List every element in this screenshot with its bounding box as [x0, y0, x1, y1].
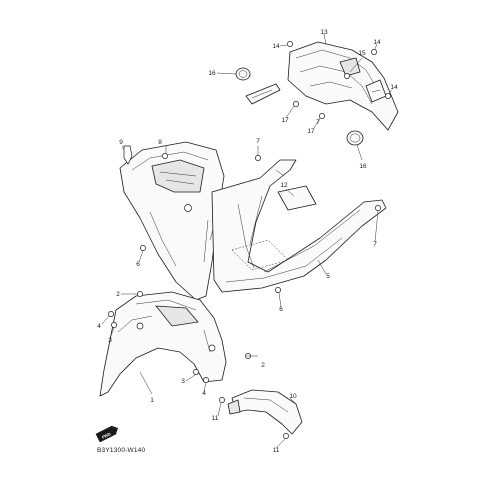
callout-3: 3: [181, 378, 185, 385]
callout-14: 14: [272, 43, 280, 50]
rear-cover-part: [287, 41, 399, 131]
callout-4: 4: [202, 390, 206, 397]
side-panel-part: [211, 159, 387, 293]
callout-1: 1: [150, 397, 154, 404]
direction-badge-label: FWD: [101, 431, 111, 439]
direction-arrow-icon: FWD: [95, 425, 118, 443]
diagram-code: B3Y1300-W140: [97, 447, 145, 454]
callout-3: 3: [108, 337, 112, 344]
screw-fastener: [111, 322, 117, 328]
part-callouts: 1 2 2 3 3 4 4 5 6 6 7 7 7 8 9 10 11 11 1…: [97, 29, 398, 454]
callout-7: 7: [316, 119, 320, 126]
callout-9: 9: [119, 139, 123, 146]
callout-7: 7: [373, 241, 377, 248]
callout-11: 11: [273, 447, 280, 454]
callout-2: 2: [116, 291, 120, 298]
callout-17: 17: [281, 117, 289, 124]
screw-fastener: [385, 93, 391, 99]
callout-8: 8: [158, 139, 162, 146]
callout-17: 17: [307, 128, 315, 135]
screw-fastener: [140, 245, 146, 251]
footboard-mat-part: [277, 185, 317, 211]
screw-fastener: [219, 397, 225, 403]
screw-fastener: [255, 155, 261, 161]
callout-15: 15: [358, 50, 366, 57]
callout-14: 14: [390, 84, 398, 91]
leader-lines: [101, 33, 393, 449]
callout-16: 16: [359, 163, 367, 170]
screw-fastener: [137, 291, 143, 297]
callout-2: 2: [261, 362, 265, 369]
callout-7: 7: [256, 138, 260, 145]
screw-fastener: [108, 311, 114, 317]
callout-12: 12: [280, 182, 288, 189]
grommet-part: [235, 67, 251, 81]
screw-fastener: [371, 49, 377, 55]
callout-4: 4: [97, 323, 101, 330]
screw-fastener: [162, 153, 168, 159]
screw-fastener: [275, 287, 281, 293]
grommet-part: [346, 130, 364, 146]
screw-fastener: [203, 377, 209, 383]
screw-fastener: [287, 41, 293, 47]
screw-fastener: [193, 369, 199, 375]
leg-shield-part: [119, 141, 225, 301]
callout-16: 16: [208, 70, 216, 77]
nut-fastener: [293, 101, 299, 107]
screw-fastener: [375, 205, 381, 211]
callout-6: 6: [279, 306, 283, 313]
callout-11: 11: [212, 415, 219, 422]
nut-fastener: [319, 113, 325, 119]
rear-cover-bracket-part: [245, 83, 281, 105]
rear-flap-part: [227, 389, 303, 435]
front-fender-part: [99, 291, 227, 397]
callout-5: 5: [326, 273, 330, 280]
screw-fastener: [344, 73, 350, 79]
callout-14: 14: [373, 39, 381, 46]
screw-fastener: [283, 433, 289, 439]
callout-13: 13: [320, 29, 328, 36]
clip-fastener: [123, 145, 133, 165]
callout-10: 10: [289, 393, 297, 400]
callout-6: 6: [136, 261, 140, 268]
